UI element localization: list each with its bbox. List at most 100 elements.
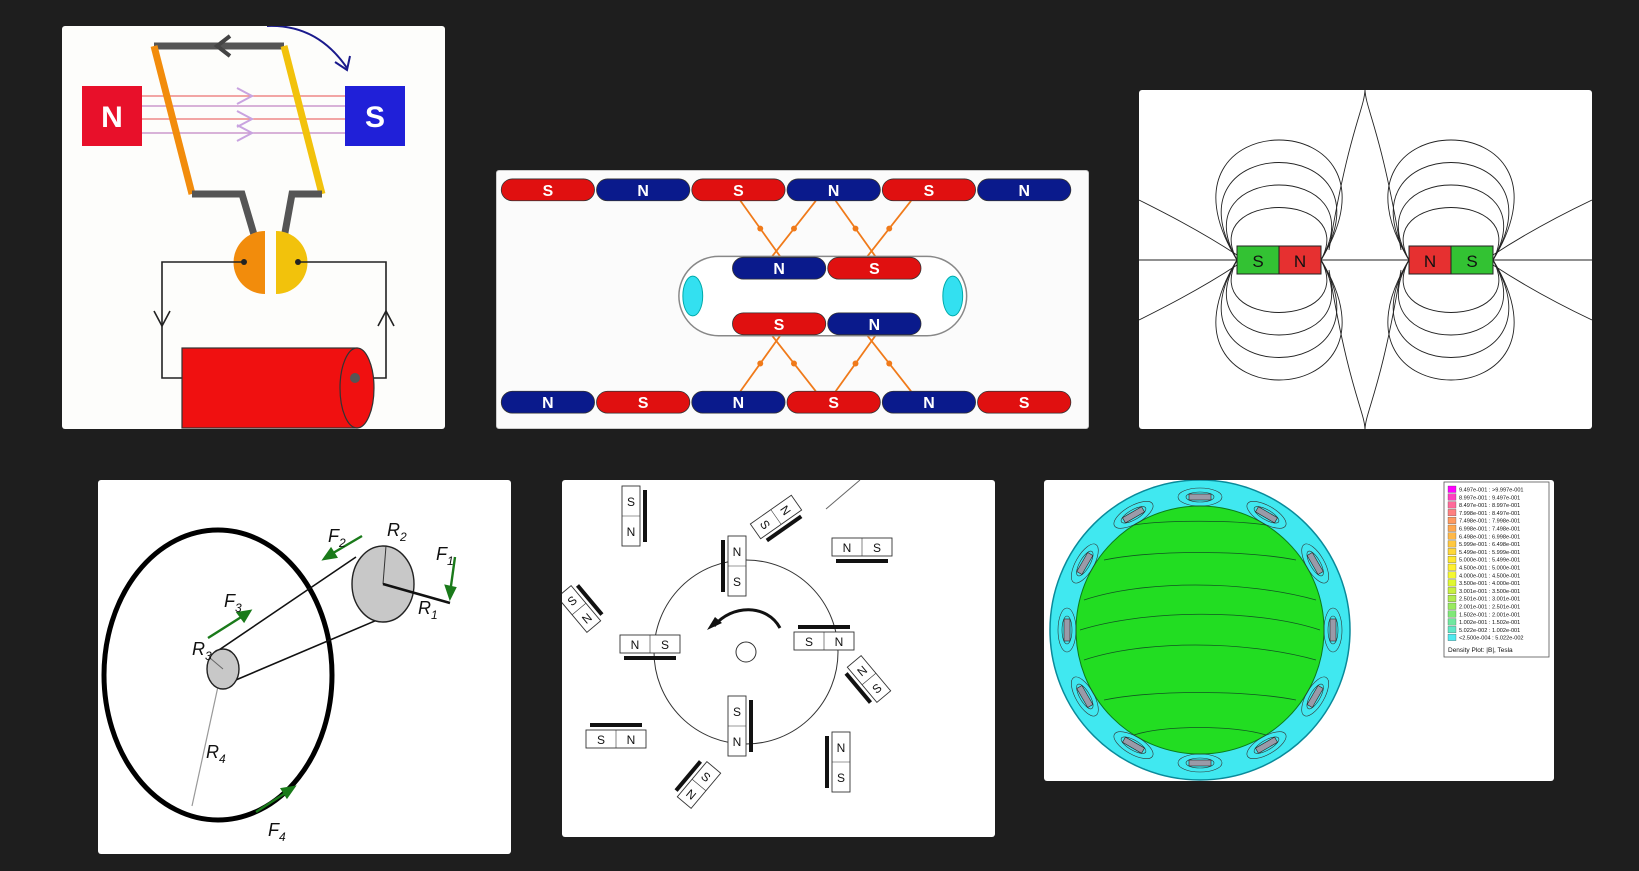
label-r2: R2	[387, 520, 407, 544]
dc-motor-diagram[interactable]: N S	[62, 26, 445, 429]
svg-text:N: N	[631, 638, 640, 652]
label-r3: R3	[192, 639, 212, 663]
top-magnet-2-label: S	[733, 183, 744, 200]
magnet-north-label: N	[101, 101, 123, 134]
bottom-magnet-5	[977, 390, 1072, 414]
svg-text:N: N	[627, 525, 636, 539]
label-f4: F4	[268, 820, 286, 844]
top-magnet-5	[977, 178, 1072, 202]
svg-text:S: S	[661, 638, 669, 652]
rotor-magnet-m9: SN	[727, 695, 753, 757]
legend-entry-15: 2.001e-001 : 2.501e-001	[1459, 605, 1520, 611]
svg-text:N: N	[837, 741, 846, 755]
label-r4: R4	[206, 742, 226, 766]
label-f1: F1	[436, 544, 454, 568]
bottom-magnet-3-label: S	[828, 395, 839, 412]
top-magnet-1-label: N	[637, 183, 648, 200]
bottom-magnet-4-label: N	[923, 395, 934, 412]
bottom-magnet-0	[500, 390, 595, 414]
bottom-magnet-1	[596, 390, 691, 414]
top-magnet-4-label: S	[924, 183, 935, 200]
svg-text:N: N	[733, 735, 742, 749]
legend-entry-2: 8.497e-001 : 8.997e-001	[1459, 503, 1520, 509]
legend-entry-11: 4.000e-001 : 4.500e-001	[1459, 573, 1520, 579]
bottom-magnet-2	[691, 390, 786, 414]
right-magnet-s-label: S	[1466, 252, 1477, 271]
rotor-shaft	[735, 641, 757, 663]
legend-swatch-8	[1447, 548, 1457, 556]
legend-swatch-0	[1447, 485, 1457, 493]
top-magnet-3	[786, 178, 881, 202]
svg-text:S: S	[805, 635, 813, 649]
svg-text:S: S	[837, 771, 845, 785]
legend-entry-17: 1.002e-001 : 1.502e-001	[1459, 620, 1520, 626]
radius-r3	[209, 657, 224, 670]
legend-swatch-16	[1447, 610, 1457, 618]
legend-swatch-9	[1447, 556, 1457, 563]
mover-top-magnet-1-label: S	[869, 261, 880, 278]
legend-swatch-18	[1447, 626, 1457, 634]
magnet-south	[345, 86, 405, 146]
mover-bottom-magnet-1	[827, 312, 922, 336]
legend-entry-1: 8.997e-001 : 9.497e-001	[1459, 495, 1520, 501]
legend-swatch-2	[1447, 501, 1457, 509]
legend-entry-10: 4.500e-001 : 5.000e-001	[1459, 566, 1520, 572]
pulley-forces-diagram[interactable]: F1 F2 F3 F4 R1 R2 R3 R4	[98, 480, 511, 854]
mover-top-magnet-0	[732, 256, 827, 280]
radius-r4	[191, 667, 223, 807]
stator-slots	[1057, 487, 1343, 773]
radius-r2	[382, 545, 387, 585]
legend-entry-19: <2.500e-004 : 5.022e-002	[1459, 636, 1524, 642]
label-r1: R1	[418, 598, 438, 622]
top-magnet-1	[596, 178, 691, 202]
mover-end-right	[942, 275, 964, 317]
legend-entry-12: 3.500e-001 : 4.000e-001	[1459, 581, 1520, 587]
legend-entry-3: 7.998e-001 : 8.497e-001	[1459, 511, 1520, 517]
legend-entry-16: 1.502e-001 : 2.001e-001	[1459, 612, 1520, 618]
legend-swatch-4	[1447, 517, 1457, 524]
legend-entry-0: 9.497e-001 : >9.997e-001	[1459, 488, 1524, 494]
magnetic-field-lines-diagram[interactable]: S N N S	[1139, 90, 1592, 429]
svg-text:S: S	[733, 575, 741, 589]
magnet-north	[82, 86, 142, 146]
bottom-magnet-3	[786, 390, 881, 414]
rotor-magnet-m8: NS	[844, 654, 892, 704]
label-f2: F2	[328, 526, 346, 550]
rotor-magnet-m2: NS	[721, 535, 747, 597]
legend-swatch-1	[1447, 493, 1457, 501]
bottom-magnet-5-label: S	[1019, 395, 1030, 412]
bottom-magnet-2-label: N	[733, 395, 744, 412]
legend-entry-6: 6.498e-001 : 6.998e-001	[1459, 534, 1520, 540]
legend-swatch-5	[1447, 524, 1457, 532]
top-magnet-3-label: N	[828, 183, 839, 200]
svg-text:N: N	[627, 733, 636, 747]
legend-entry-4: 7.498e-001 : 7.998e-001	[1459, 519, 1520, 525]
legend-swatch-19	[1447, 634, 1457, 641]
rotor-magnet-m4: NS	[749, 494, 803, 543]
field-line-set	[1139, 90, 1592, 429]
mover-end-left	[682, 275, 704, 317]
bottom-magnet-4	[881, 390, 976, 414]
rotor-core	[1075, 505, 1325, 755]
legend-entry-14: 2.501e-001 : 3.001e-001	[1459, 597, 1520, 603]
svg-text:N: N	[733, 545, 742, 559]
commutator-right	[276, 231, 308, 294]
rotation-arrowhead	[707, 617, 722, 630]
right-magnet-n-label: N	[1424, 252, 1436, 271]
rotation-arrow	[712, 608, 782, 629]
armature-coil	[150, 26, 351, 254]
rotor-magnet-m1: SN	[621, 485, 647, 547]
legend-swatch-15	[1447, 602, 1457, 610]
rotor-magnet-m5: SN	[562, 584, 604, 634]
svg-text:S: S	[627, 495, 635, 509]
legend-entry-9: 5.000e-001 : 5.499e-001	[1459, 558, 1520, 564]
legend-caption: Density Plot: |B|, Tesla	[1448, 647, 1513, 654]
legend-swatch-7	[1447, 540, 1457, 548]
legend-box	[1443, 481, 1550, 658]
